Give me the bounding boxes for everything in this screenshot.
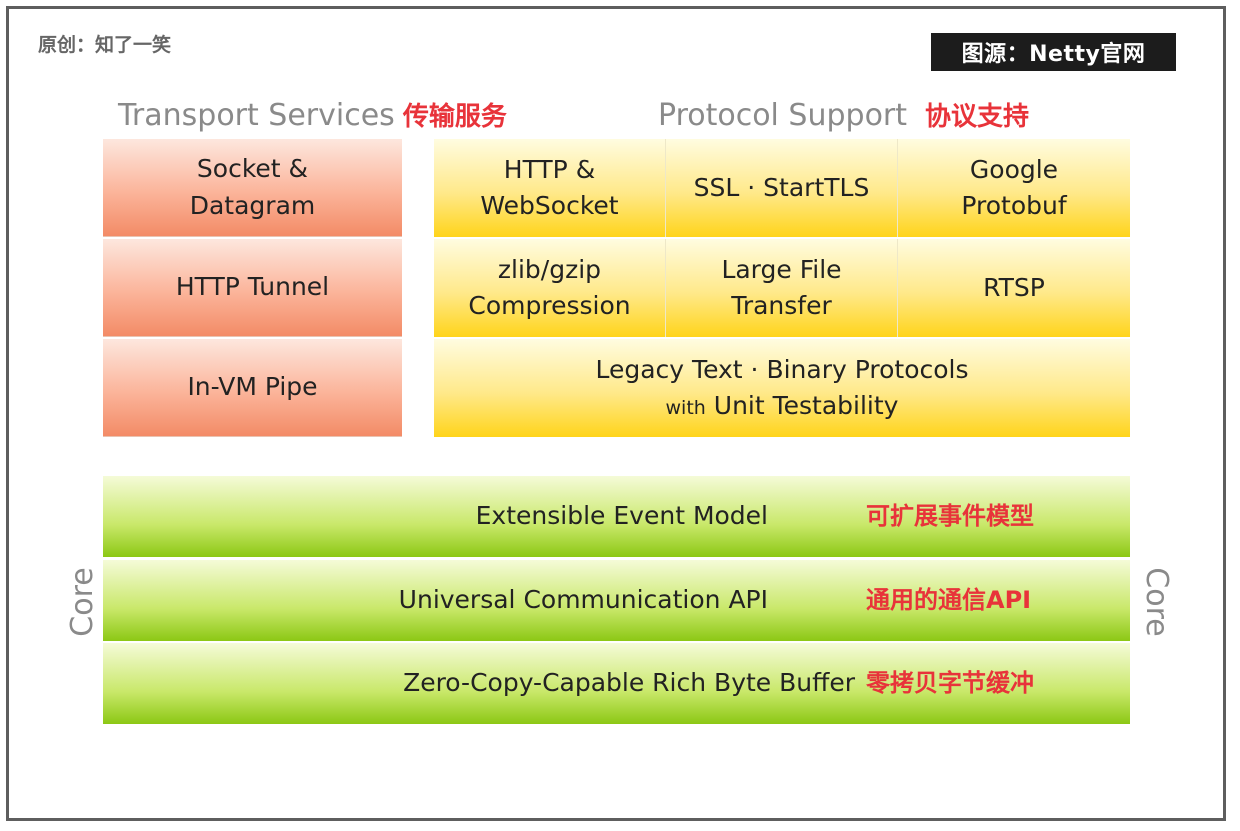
cell-line: Datagram <box>189 190 316 220</box>
legacy-line1: Legacy Text · Binary Protocols <box>595 354 969 384</box>
core-label-left: Core <box>65 567 101 637</box>
cell-line: HTTP & <box>503 154 596 184</box>
core-layer-en: Extensible Event Model <box>475 501 768 531</box>
transport-title-cn: 传输服务 <box>402 102 507 132</box>
core-label-right: Core <box>1139 567 1175 637</box>
core-layer-cn: 零拷贝字节缓冲 <box>866 669 1034 698</box>
protocol-rtsp: RTSP <box>898 239 1130 337</box>
transport-title: Transport Services <box>118 98 395 133</box>
core-layer-cn: 通用的通信API <box>866 586 1032 615</box>
protocol-title-cn: 协议支持 <box>925 102 1030 132</box>
transport-in-vm-pipe: In-VM Pipe <box>103 339 402 437</box>
core-layer-cn: 可扩展事件模型 <box>866 502 1034 531</box>
transport-http-tunnel: HTTP Tunnel <box>103 239 402 337</box>
legacy-line2: with Unit Testability <box>596 388 969 424</box>
cell-line: Google <box>969 154 1059 184</box>
core-layer-byte-buffer: Zero-Copy-Capable Rich Byte Buffer 零拷贝字节… <box>103 643 1130 724</box>
source-badge: 图源：Netty官网 <box>931 33 1176 71</box>
protocol-legacy: Legacy Text · Binary Protocols with Unit… <box>434 339 1130 437</box>
protocol-ssl-starttls: SSL · StartTLS <box>666 139 898 237</box>
cell-line: SSL · StartTLS <box>693 172 870 202</box>
cell-line: In-VM Pipe <box>187 372 318 402</box>
cell-line: zlib/gzip <box>497 254 602 284</box>
core-layer-en: Zero-Copy-Capable Rich Byte Buffer <box>403 668 855 698</box>
cell-line: Compression <box>468 291 631 320</box>
legacy-unit-testability: Unit Testability <box>713 391 899 420</box>
legacy-with: with <box>665 397 706 419</box>
transport-socket-datagram: Socket & Datagram <box>103 139 402 237</box>
cell-line: Socket & <box>196 154 309 184</box>
protocol-heading: Protocol Support 协议支持 <box>658 96 1029 133</box>
protocol-http-websocket: HTTP & WebSocket <box>434 139 666 237</box>
cell-line: Protobuf <box>961 191 1067 220</box>
cell-line: Large File <box>721 254 842 284</box>
core-layer-communication-api: Universal Communication API 通用的通信API <box>103 560 1130 641</box>
cell-line: HTTP Tunnel <box>175 272 330 302</box>
cell-line: Transfer <box>731 291 832 320</box>
core-layer-event-model: Extensible Event Model 可扩展事件模型 <box>103 476 1130 557</box>
core-layer-en: Universal Communication API <box>398 585 768 615</box>
protocol-title: Protocol Support <box>658 98 908 133</box>
cell-line: WebSocket <box>480 191 619 220</box>
cell-line: RTSP <box>983 272 1045 302</box>
author-credit: 原创：知了一笑 <box>38 34 172 56</box>
